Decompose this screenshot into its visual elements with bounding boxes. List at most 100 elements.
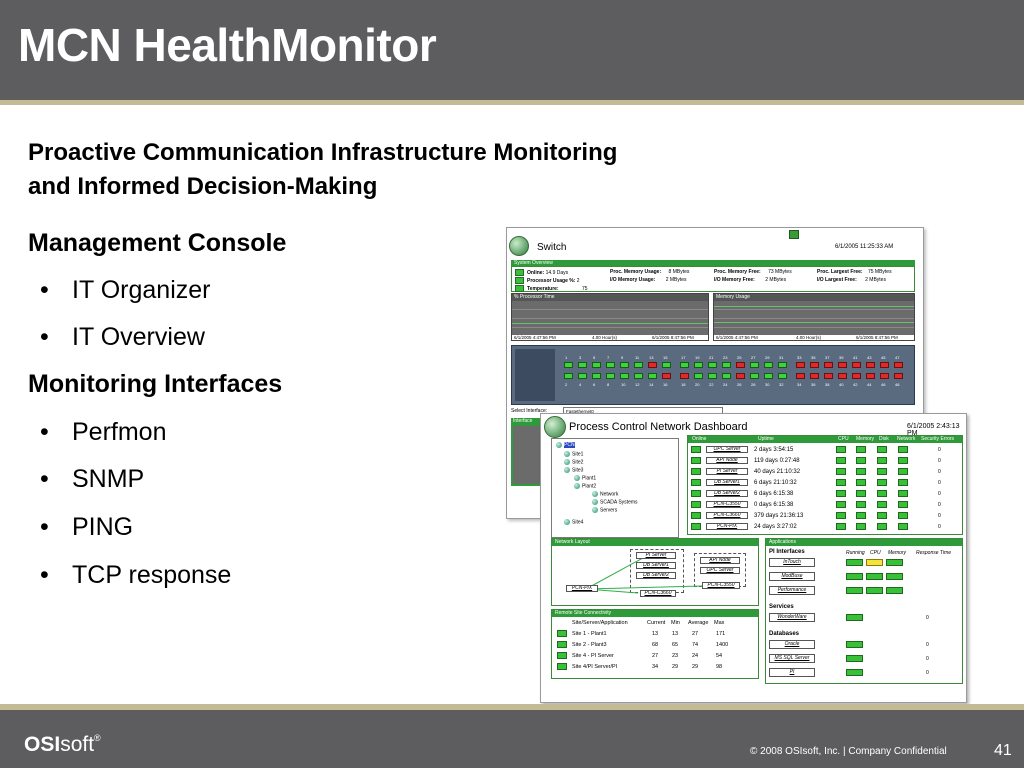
port-number: 45 (881, 355, 886, 360)
server-button[interactable]: API Node (706, 457, 748, 464)
node-pcn-c3550[interactable]: PCN-C3550 (702, 582, 740, 589)
status-indicator (846, 587, 863, 594)
switch-port-45[interactable] (880, 362, 889, 368)
port-number: 2 (565, 382, 568, 387)
tree-node-plant2[interactable]: Plant2 (574, 483, 596, 489)
window-icon[interactable] (789, 230, 799, 239)
switch-port-13[interactable] (648, 362, 657, 368)
switch-port-47[interactable] (894, 362, 903, 368)
server-button[interactable]: DB Server1 (706, 479, 748, 486)
tree-node-site4[interactable]: Site4 (564, 519, 583, 525)
col-current: Current (647, 620, 666, 626)
server-button[interactable]: PCN-C3660 (706, 512, 748, 519)
status-indicator (856, 501, 866, 508)
tree-node-site3[interactable]: Site3 (564, 467, 583, 473)
application-button[interactable]: ModBuse (769, 572, 815, 581)
switch-port-41[interactable] (852, 362, 861, 368)
switch-port-18[interactable] (680, 373, 689, 379)
switch-port-44[interactable] (866, 373, 875, 379)
switch-port-34[interactable] (796, 373, 805, 379)
switch-port-4[interactable] (578, 373, 587, 379)
switch-port-12[interactable] (634, 373, 643, 379)
switch-port-5[interactable] (592, 362, 601, 368)
switch-port-17[interactable] (680, 362, 689, 368)
tree-node-site2[interactable]: Site2 (564, 459, 583, 465)
switch-port-8[interactable] (606, 373, 615, 379)
switch-port-10[interactable] (620, 373, 629, 379)
server-button[interactable]: PI Server (706, 468, 748, 475)
switch-port-16[interactable] (662, 373, 671, 379)
switch-port-36[interactable] (810, 373, 819, 379)
application-button[interactable]: MS SQL Server (769, 654, 815, 663)
application-button[interactable]: Performance (769, 586, 815, 595)
switch-port-32[interactable] (778, 373, 787, 379)
server-button[interactable]: PCN-PIX (706, 523, 748, 530)
port-number: 32 (779, 382, 784, 387)
server-button[interactable]: PCN-C3550 (706, 501, 748, 508)
switch-port-35[interactable] (810, 362, 819, 368)
io-memory-usage-field: I/O Memory Usage: 2 MBytes (610, 277, 687, 283)
switch-port-31[interactable] (778, 362, 787, 368)
remote-current: 27 (652, 653, 659, 659)
switch-port-42[interactable] (852, 373, 861, 379)
switch-port-30[interactable] (764, 373, 773, 379)
node-opc-server[interactable]: OPC Server (700, 567, 740, 574)
node-pi-server[interactable]: PI Server (636, 552, 676, 559)
switch-port-19[interactable] (694, 362, 703, 368)
switch-port-33[interactable] (796, 362, 805, 368)
status-indicator (898, 457, 908, 464)
tree-node-plant1[interactable]: Plant1 (574, 475, 596, 481)
switch-port-26[interactable] (736, 373, 745, 379)
port-number: 36 (811, 382, 816, 387)
switch-port-14[interactable] (648, 373, 657, 379)
switch-port-24[interactable] (722, 373, 731, 379)
node-db-server2[interactable]: DB Server2 (636, 572, 676, 579)
application-button[interactable]: PI (769, 668, 815, 677)
copyright-notice: © 2008 OSIsoft, Inc. | Company Confident… (750, 746, 947, 757)
server-button[interactable]: DB Server2 (706, 490, 748, 497)
applications-panel: Applications PI Interfaces Running CPU M… (765, 538, 963, 684)
node-pcn-pix[interactable]: PCN-PIX (566, 585, 598, 592)
node-api-node[interactable]: API Node (700, 557, 740, 564)
port-number: 20 (695, 382, 700, 387)
switch-port-48[interactable] (894, 373, 903, 379)
tree-node-servers[interactable]: Servers (592, 507, 617, 513)
tree-node-network[interactable]: Network (592, 491, 618, 497)
switch-port-29[interactable] (764, 362, 773, 368)
switch-port-6[interactable] (592, 373, 601, 379)
tree-node-site1[interactable]: Site1 (564, 451, 583, 457)
bullet-tcp-response: •TCP response (40, 561, 232, 589)
node-db-server1[interactable]: DB Server1 (636, 562, 676, 569)
switch-port-20[interactable] (694, 373, 703, 379)
tree-node-scada[interactable]: SCADA Systems (592, 499, 638, 505)
switch-port-3[interactable] (578, 362, 587, 368)
switch-port-27[interactable] (750, 362, 759, 368)
switch-port-21[interactable] (708, 362, 717, 368)
switch-port-46[interactable] (880, 373, 889, 379)
switch-port-7[interactable] (606, 362, 615, 368)
switch-port-28[interactable] (750, 373, 759, 379)
chart-label: % Processor Time (512, 294, 708, 301)
switch-port-43[interactable] (866, 362, 875, 368)
switch-port-39[interactable] (838, 362, 847, 368)
switch-port-38[interactable] (824, 373, 833, 379)
switch-port-37[interactable] (824, 362, 833, 368)
port-number: 39 (839, 355, 844, 360)
switch-port-2[interactable] (564, 373, 573, 379)
application-button[interactable]: Oracle (769, 640, 815, 649)
switch-port-40[interactable] (838, 373, 847, 379)
node-pcn-c3660[interactable]: PCN-C3660 (640, 590, 676, 597)
switch-port-23[interactable] (722, 362, 731, 368)
server-button[interactable]: OPC Server (706, 446, 748, 453)
switch-port-1[interactable] (564, 362, 573, 368)
application-button[interactable]: InTouch (769, 558, 815, 567)
switch-port-9[interactable] (620, 362, 629, 368)
switch-port-11[interactable] (634, 362, 643, 368)
application-button[interactable]: WonderWare (769, 613, 815, 622)
switch-port-22[interactable] (708, 373, 717, 379)
server-uptime: 2 days 3:54:15 (754, 447, 794, 453)
switch-port-25[interactable] (736, 362, 745, 368)
connectivity-indicator (557, 652, 567, 659)
switch-port-15[interactable] (662, 362, 671, 368)
tree-node-pcn[interactable]: PCN (556, 442, 575, 449)
